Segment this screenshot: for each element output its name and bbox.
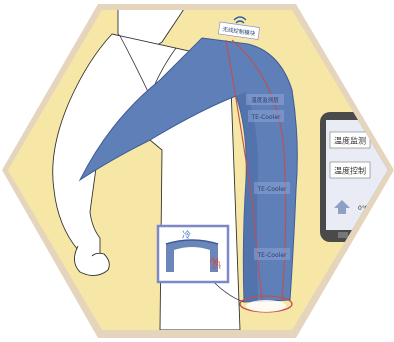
tec-1-text: TE-Cooler xyxy=(251,114,282,121)
tec-2-text: TE-Cooler xyxy=(257,186,288,193)
tec-label-1: TE-Cooler xyxy=(248,110,284,122)
temp-control-label: 温度控制 xyxy=(334,166,366,176)
tec-inset: 冷 热 xyxy=(158,226,228,282)
phone-side-text: C xyxy=(384,142,391,153)
sensor-module-label: 温度监测层 xyxy=(246,94,284,105)
tec-3-text: TE-Cooler xyxy=(257,252,288,259)
tec-label-3: TE-Cooler xyxy=(254,248,290,260)
sensor-module-text: 温度监测层 xyxy=(251,96,279,104)
tec-label-2: TE-Cooler xyxy=(254,182,290,194)
back-icon[interactable] xyxy=(338,232,348,238)
temp-monitor-label: 温度监测 xyxy=(334,136,366,146)
cold-label: 冷 xyxy=(182,229,191,241)
cuff-opening xyxy=(246,300,286,312)
